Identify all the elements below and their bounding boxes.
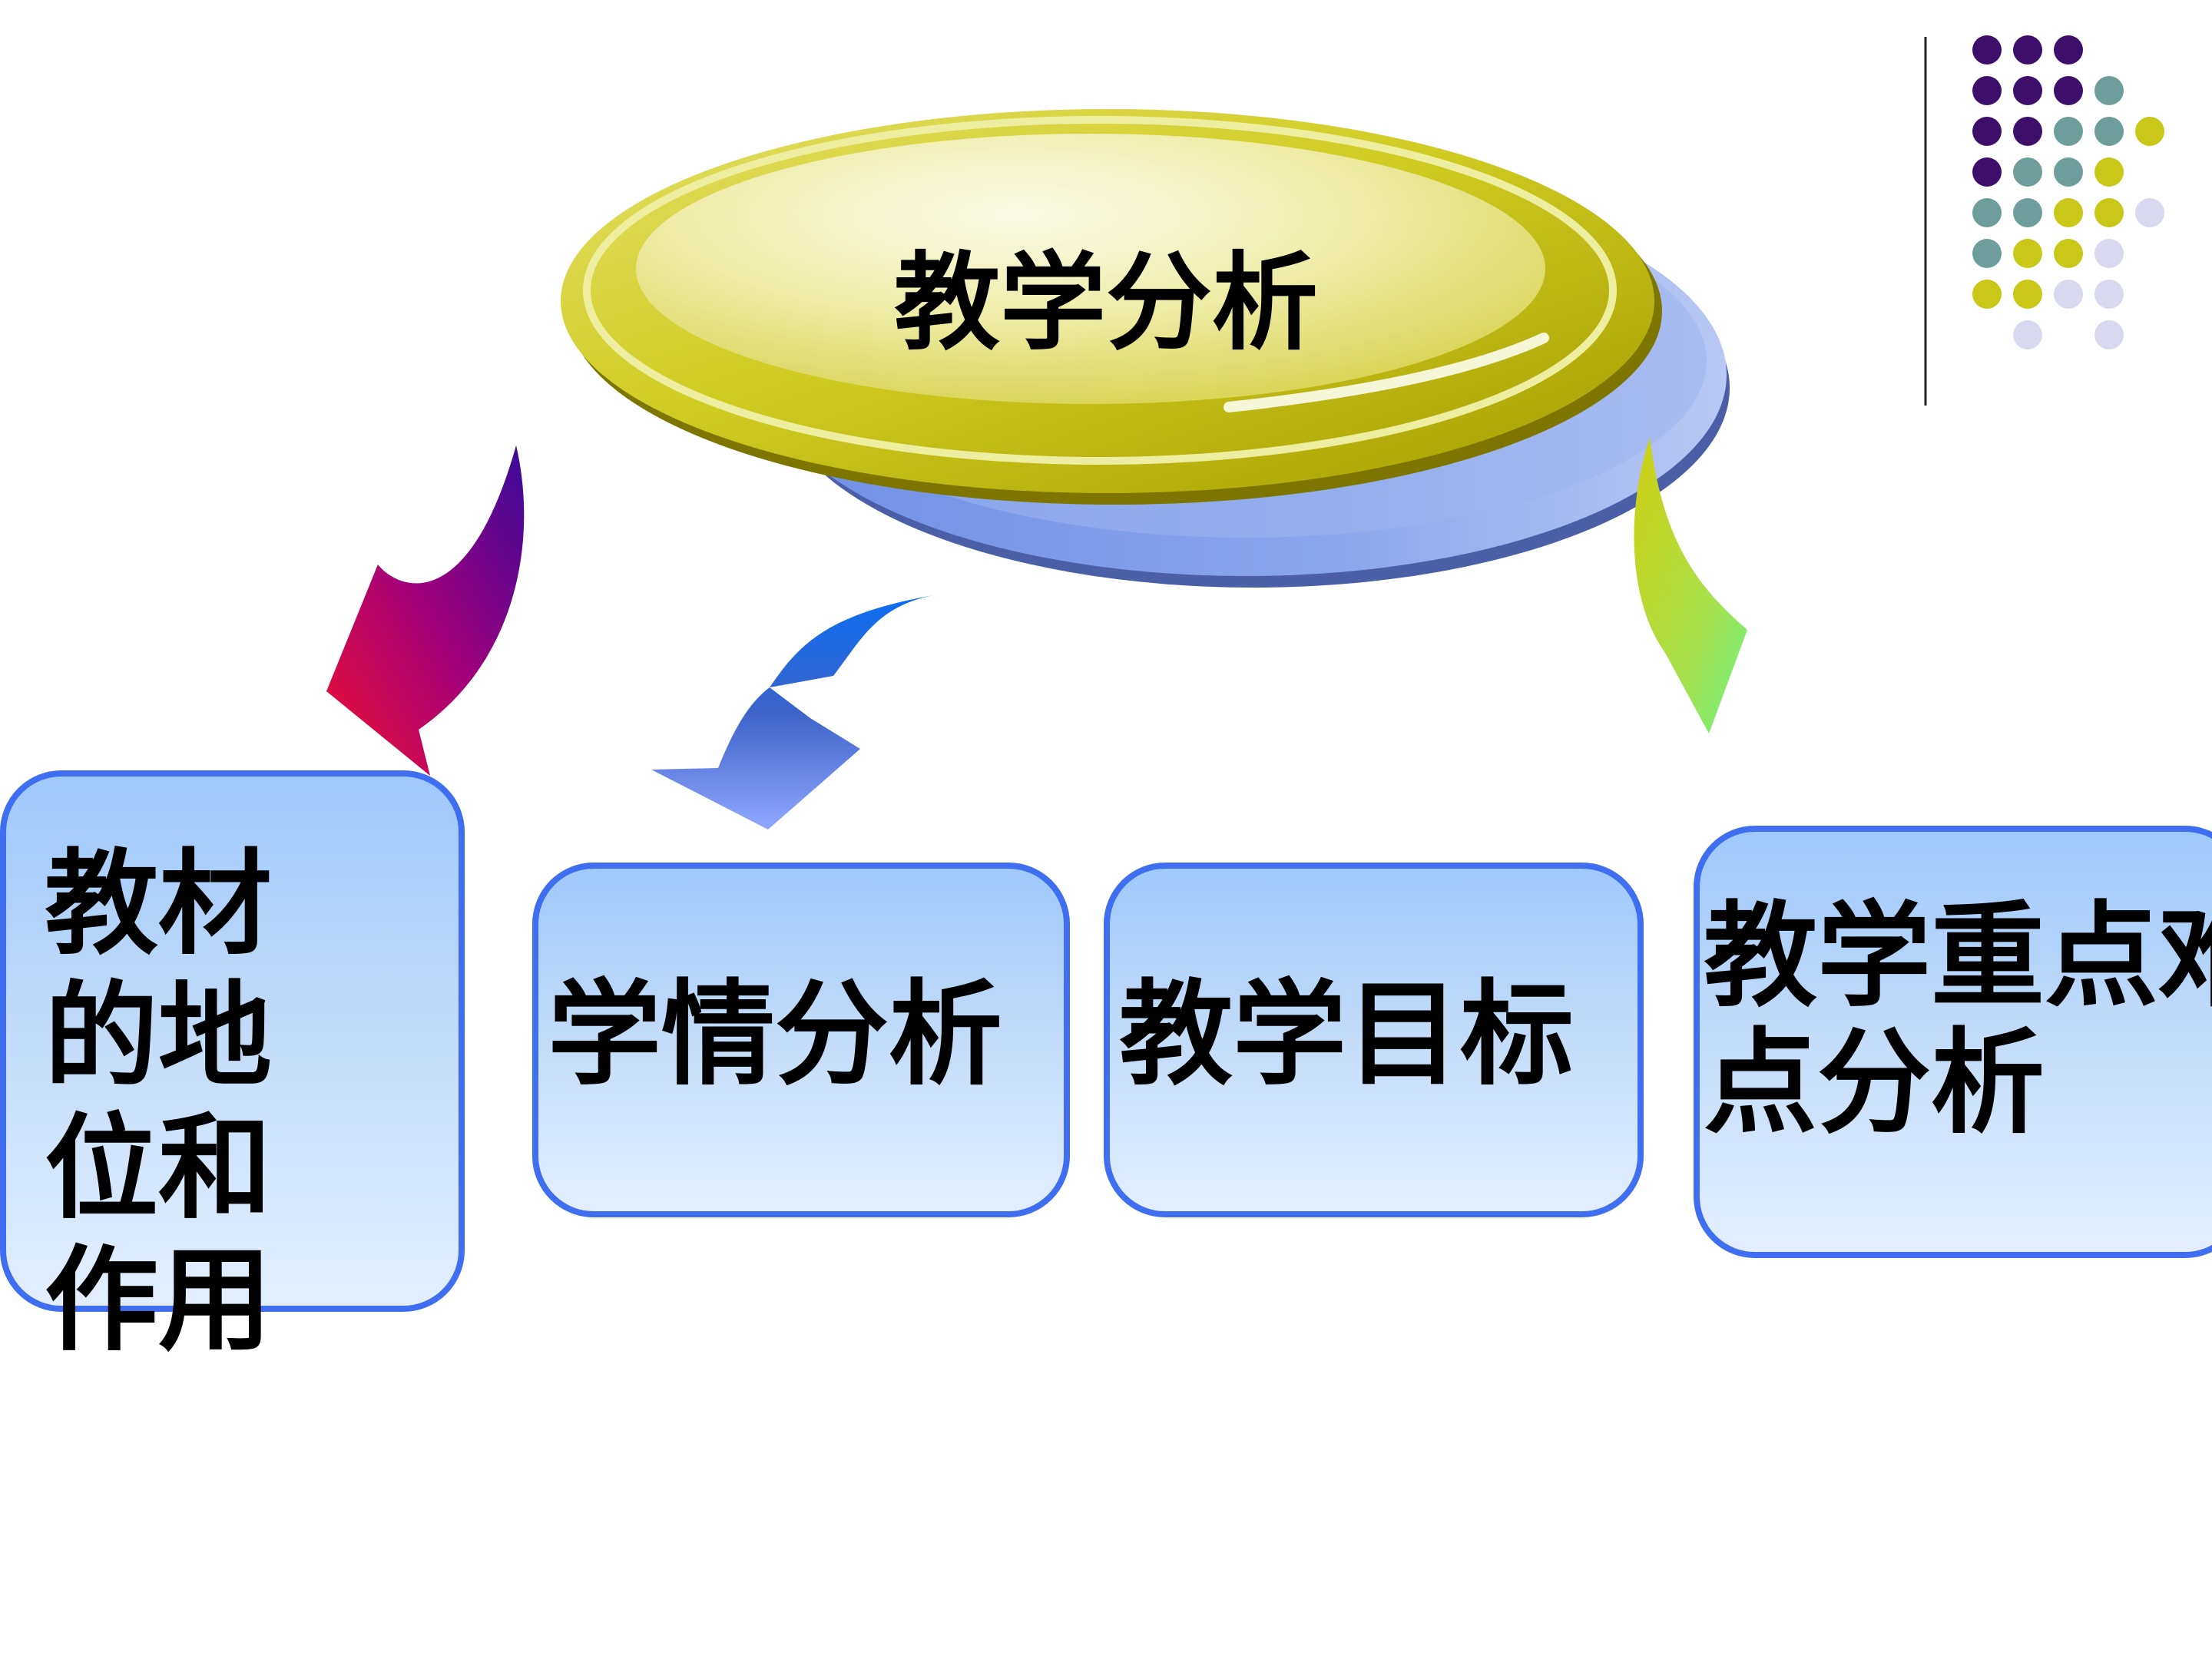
curved-arrow-right-icon [1634, 438, 1747, 733]
dot-grid-dot [2094, 198, 2124, 227]
node-box-materials: 教材的地位和作用 [0, 770, 465, 1366]
dot-grid-dot [2013, 239, 2042, 268]
dot-grid-dot [2135, 198, 2164, 227]
dot-grid-dot [1972, 35, 2002, 65]
dot-grid-dot [2013, 117, 2042, 146]
dot-grid-dot [2013, 320, 2042, 349]
dot-grid-dot [2013, 76, 2042, 105]
curved-arrow-left-icon [326, 445, 525, 776]
dot-grid-dot [2054, 76, 2083, 105]
dot-grid-dot [2054, 280, 2083, 309]
dot-grid-dot [1972, 76, 2002, 105]
node-label-students: 学情分析 [548, 969, 1002, 1101]
dot-grid-dot [1972, 198, 2002, 227]
node-label-keypoints: 教学重点难点分析 [1704, 890, 2212, 1149]
dot-grid-dot [2094, 239, 2124, 268]
dot-grid-dot [2094, 157, 2124, 187]
dot-grid-dot [2013, 198, 2042, 227]
dot-grid-dot [1972, 239, 2002, 268]
dot-grid-dot [2013, 157, 2042, 187]
node-box-students: 学情分析 [532, 863, 1070, 1217]
dot-grid-dot [1972, 117, 2002, 146]
dot-grid-dot [1972, 157, 2002, 187]
dot-grid-dot [2054, 117, 2083, 146]
dot-grid-dot [2013, 280, 2042, 309]
dot-grid-dot [1972, 280, 2002, 309]
dot-grid-icon [1972, 35, 2164, 349]
node-box-objectives: 教学目标 [1104, 863, 1644, 1217]
node-label-materials: 教材的地位和作用 [45, 838, 272, 1366]
dot-grid-dot [2094, 280, 2124, 309]
dot-grid-dot [2054, 239, 2083, 268]
dot-grid-dot [2135, 117, 2164, 146]
center-top-ellipse [561, 109, 1662, 505]
node-box-keypoints: 教学重点难点分析 [1694, 826, 2212, 1258]
dot-grid-dot [2054, 35, 2083, 65]
dot-grid-dot [2054, 198, 2083, 227]
dot-grid-dot [2013, 35, 2042, 65]
dot-grid-dot [2094, 117, 2124, 146]
node-label-objectives: 教学目标 [1119, 969, 1574, 1101]
dot-grid-dot [2094, 320, 2124, 349]
dot-grid-dot [2094, 76, 2124, 105]
curved-arrow-middle-icon [651, 595, 933, 830]
center-title: 教学分析 [893, 241, 1318, 365]
dot-grid-dot [2054, 157, 2083, 187]
